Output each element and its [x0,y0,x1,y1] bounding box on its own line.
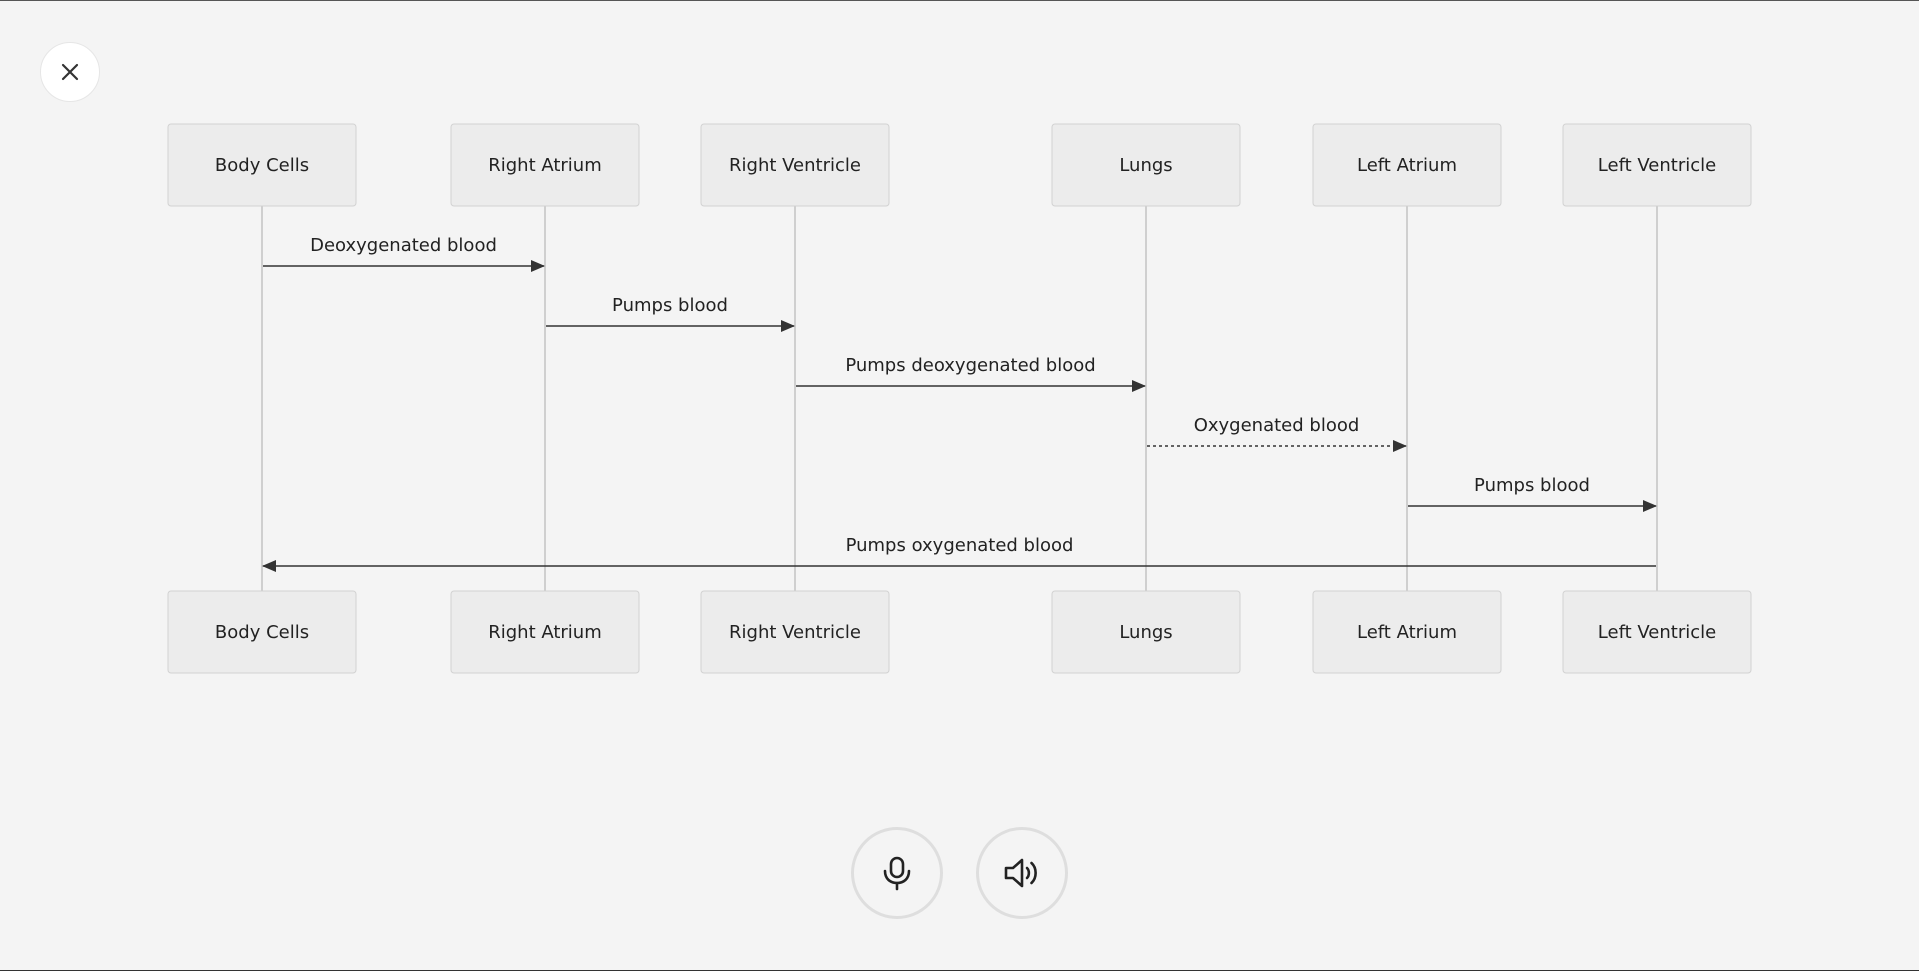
participant-label: Body Cells [215,622,309,643]
participant-top-lungs: Lungs [1051,123,1241,207]
participant-label: Right Atrium [488,155,602,176]
message-label: Oxygenated blood [1194,415,1360,436]
participant-bottom-left-atrium: Left Atrium [1312,590,1502,674]
participant-box [1051,123,1241,207]
microphone-icon [883,856,911,891]
message-4: Oxygenated blood [1147,415,1407,452]
participant-box [167,123,357,207]
participant-box [450,123,640,207]
participant-label: Lungs [1119,622,1172,643]
participant-label: Left Ventricle [1598,622,1716,643]
participant-top-left-ventricle: Left Ventricle [1562,123,1752,207]
message-label: Pumps blood [1474,475,1590,496]
participant-label: Body Cells [215,155,309,176]
message-5: Pumps blood [1408,475,1657,512]
message-label: Pumps oxygenated blood [846,535,1074,556]
participant-label: Lungs [1119,155,1172,176]
participant-box [1562,123,1752,207]
message-label: Pumps blood [612,295,728,316]
participant-box [1562,590,1752,674]
close-button[interactable] [40,42,100,102]
message-label: Pumps deoxygenated blood [845,355,1095,376]
participant-box [450,590,640,674]
participant-box [1312,590,1502,674]
message-3: Pumps deoxygenated blood [796,355,1146,392]
participant-box [700,123,890,207]
message-2: Pumps blood [546,295,795,332]
participant-bottom-left-ventricle: Left Ventricle [1562,590,1752,674]
microphone-button[interactable] [851,827,943,919]
message-1: Deoxygenated blood [263,235,545,272]
participant-box [1051,590,1241,674]
participant-top-left-atrium: Left Atrium [1312,123,1502,207]
participant-bottom-body-cells: Body Cells [167,590,357,674]
participant-top-right-ventricle: Right Ventricle [700,123,890,207]
participant-label: Left Atrium [1357,155,1457,176]
participant-label: Right Atrium [488,622,602,643]
participant-box [700,590,890,674]
participant-box [1312,123,1502,207]
participant-top-body-cells: Body Cells [167,123,357,207]
participant-bottom-right-ventricle: Right Ventricle [700,590,890,674]
participant-label: Left Atrium [1357,622,1457,643]
message-label: Deoxygenated blood [310,235,497,256]
close-icon [61,63,79,81]
participant-box [167,590,357,674]
participant-bottom-right-atrium: Right Atrium [450,590,640,674]
participant-label: Left Ventricle [1598,155,1716,176]
participant-label: Right Ventricle [729,155,861,176]
participant-label: Right Ventricle [729,622,861,643]
speaker-button[interactable] [976,827,1068,919]
participant-top-right-atrium: Right Atrium [450,123,640,207]
participant-bottom-lungs: Lungs [1051,590,1241,674]
speaker-icon [1004,858,1037,888]
message-6: Pumps oxygenated blood [262,535,1656,572]
